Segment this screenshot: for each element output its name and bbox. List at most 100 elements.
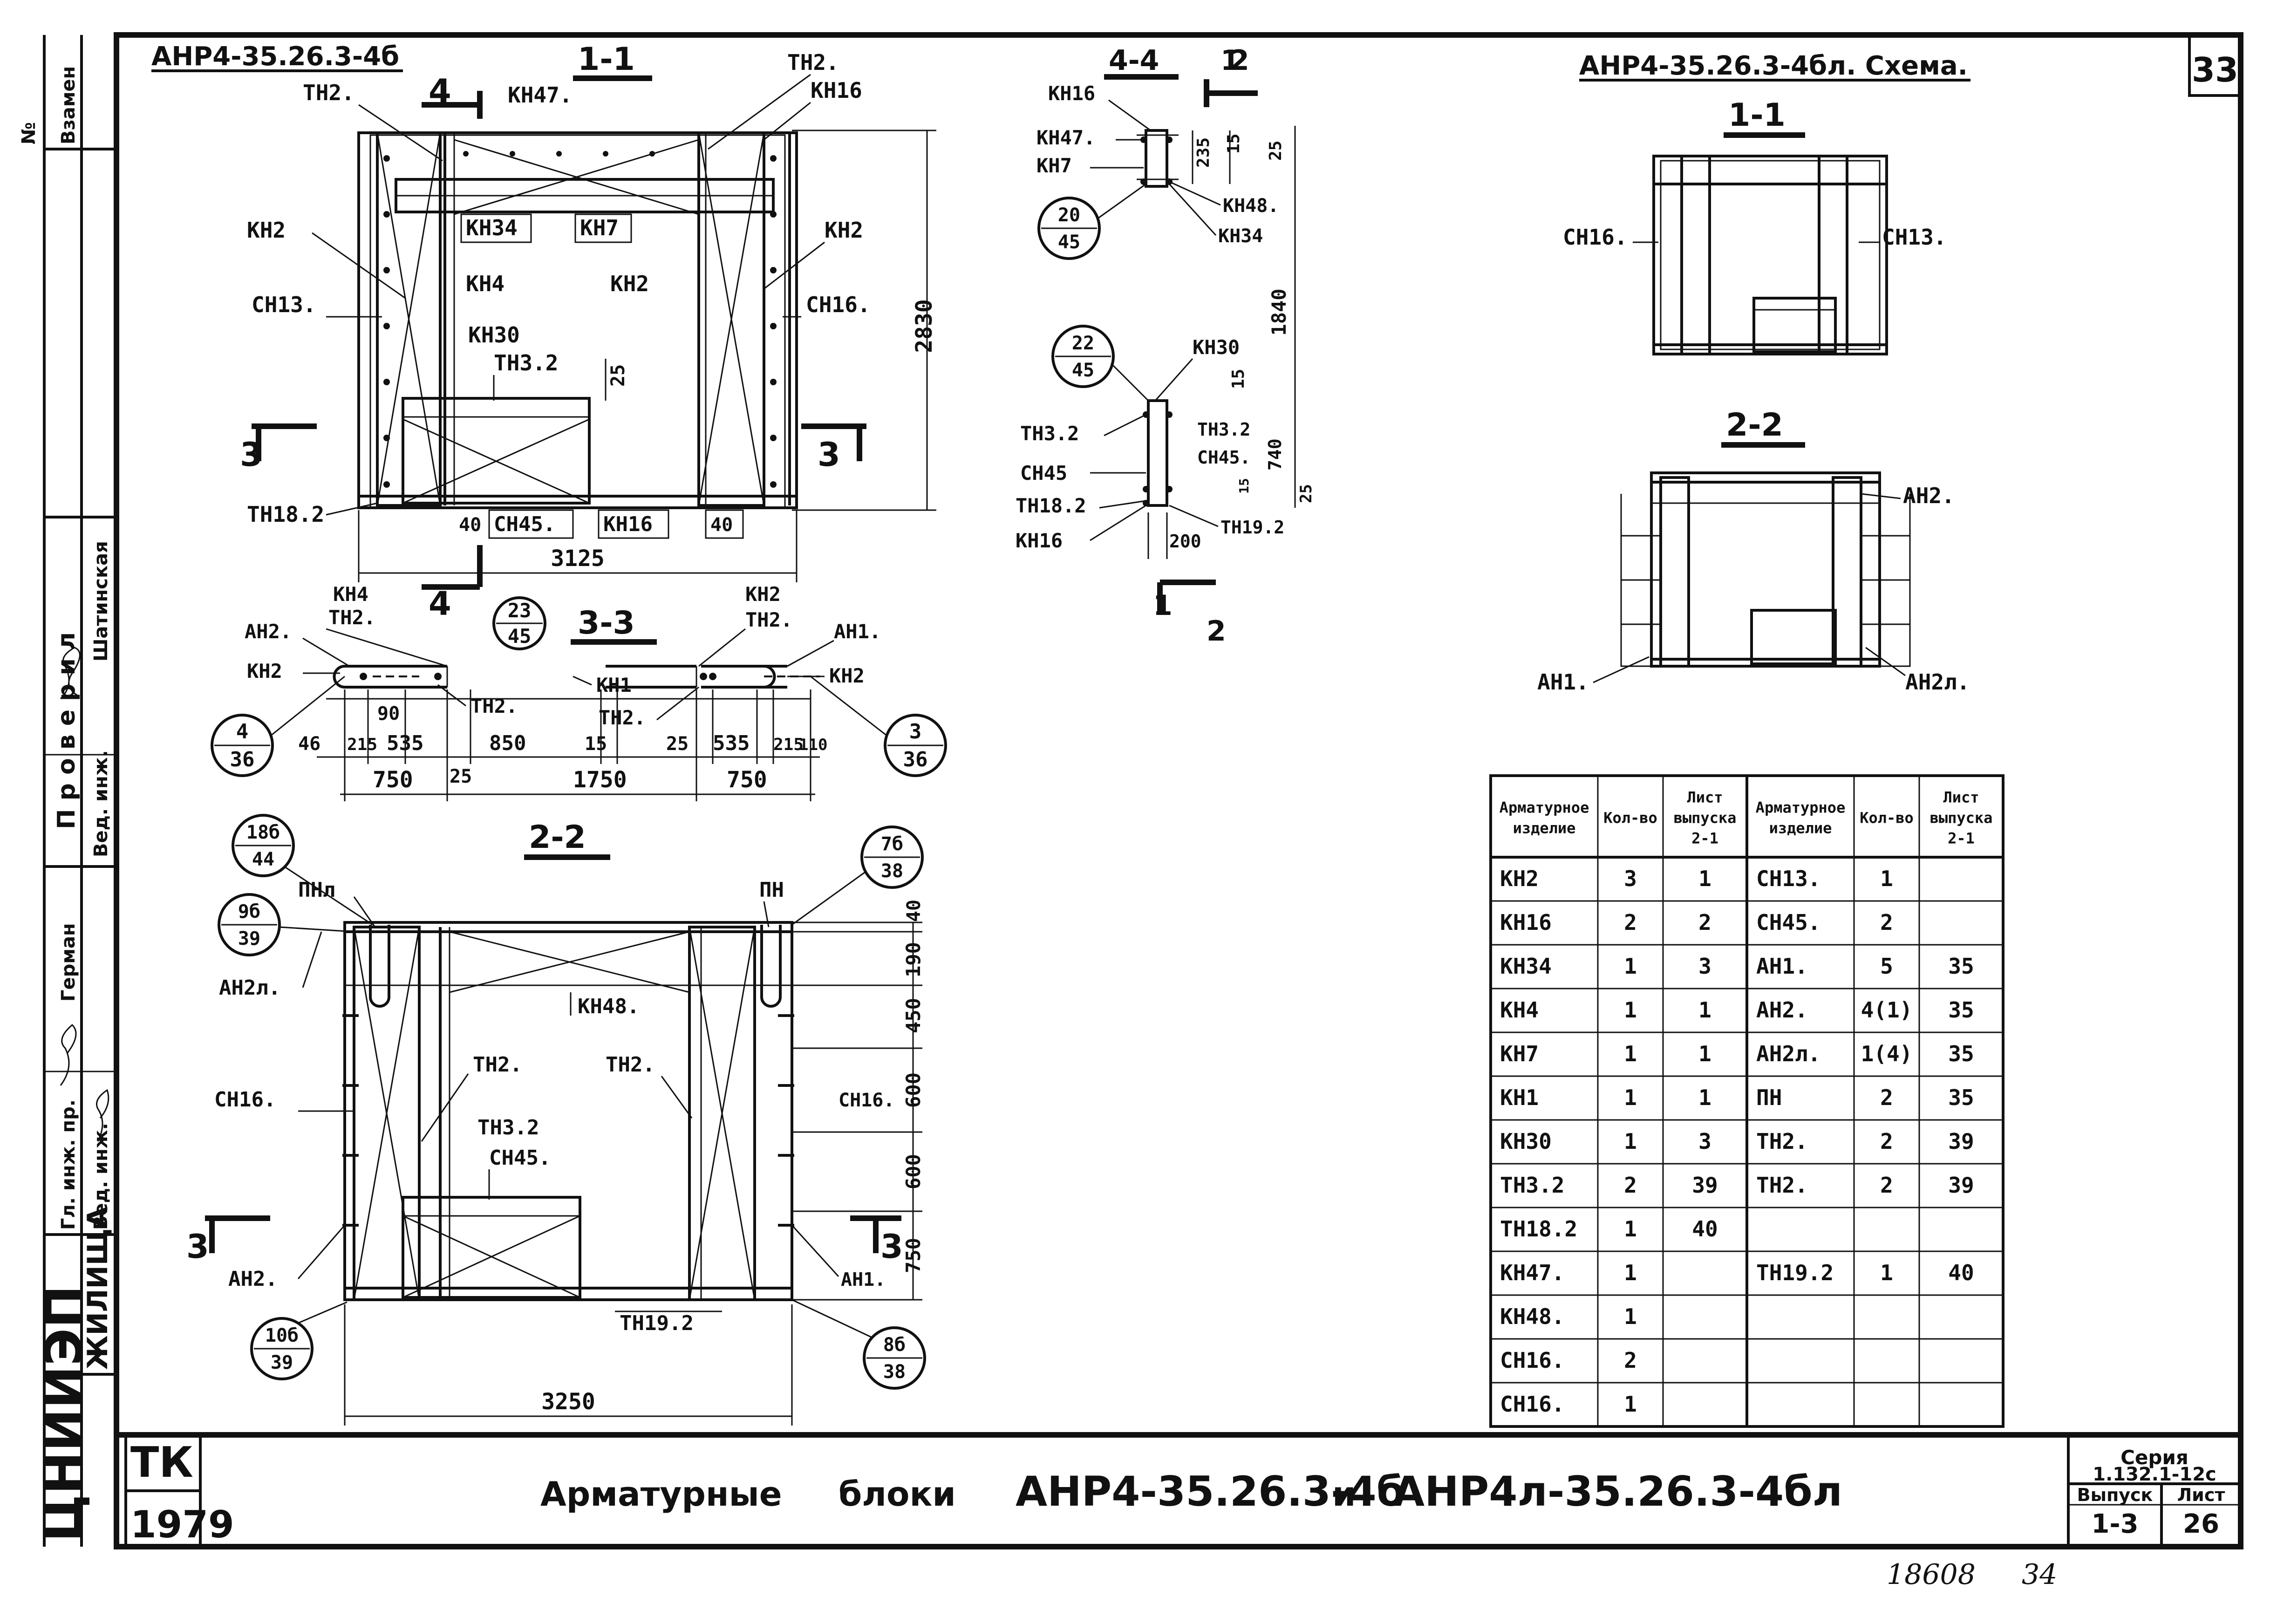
dim-600-a: 600 [902,1072,925,1108]
scheme-cn16: СН16. [1563,225,1627,250]
stamp-gl-inzh: Гл. инж. пр. [58,1099,79,1230]
title-word-2: блоки [839,1474,956,1514]
table-cell: ТН19.2 [1756,1260,1834,1285]
stamp-german: Герман [58,923,79,1002]
dim-25-s33: 25 [666,733,689,755]
b2245-top: 22 [1072,333,1094,354]
table-cell: 1 [1624,997,1637,1023]
org-name: ЦНИИЭП [34,1285,94,1542]
left-stamp: Взамен № П р о в е р и л Вед. инж. Шатин… [18,35,118,1547]
dim-110: 110 [799,736,827,754]
title-block-code-1: АНР4-35.26.3-4б [1016,1467,1405,1515]
table-cell: 1 [1880,866,1893,891]
signature-3 [96,1089,109,1142]
table-cell: КН4 [1500,997,1539,1023]
table-cell: ТН2. [1756,1129,1808,1154]
b9b39-bot: 39 [238,928,260,949]
b2345-top: 23 [508,599,532,622]
s33-tn2-mid: ТН2. [470,695,518,717]
table-cell: КН2 [1500,866,1539,891]
dim-15-s44a: 15 [1224,134,1243,154]
table-cell: 40 [1692,1216,1718,1242]
scheme: АНР4-35.26.3-4бл. Схема. 1-1 СН16. СН13.… [1537,51,1970,695]
table-cell: 3 [1698,954,1711,979]
stamp-zamen: Взамен [58,66,79,144]
s11-kn2-left: КН2 [247,218,286,243]
scheme-title: АНР4-35.26.3-4бл. Схема. [1579,51,1968,81]
s22-cn45: СН45. [489,1146,551,1170]
table-header-3: изделие [1769,819,1832,837]
s33-tn2-left: ТН2. [328,606,375,629]
bubble-9b-39: 9б 39 [218,893,355,956]
sec44-title: 4-4 [1109,44,1159,77]
s11-kn34: КН34 [466,215,518,240]
dim-850: 850 [489,731,526,755]
s22-kn48: КН48. [578,995,639,1018]
table-cell: 2 [1624,910,1637,935]
table-header-2: выпуска [1674,809,1737,827]
table-header-0: изделие [1513,819,1576,837]
dim-235: 235 [1194,137,1213,168]
dim-46: 46 [298,733,320,755]
signature-1 [60,1024,77,1086]
section-4-4: 4-4 1 2 КН16 КН47. КН7 КН48. КН34 235 15… [1016,44,1316,648]
s44-kn16: КН16 [1048,82,1095,105]
dim-25-s44: 25 [1266,141,1285,161]
s11-cn45: СН45. [494,512,555,536]
table-cell: АН1. [1756,954,1808,979]
s44-kn48: КН48. [1223,195,1279,217]
scheme-an1: АН1. [1537,669,1589,695]
title-block: ТК 1979 Арматурные блоки АНР4-35.26.3-4б… [130,50,2238,1591]
table-cell: 35 [1948,1041,1974,1066]
s11-tn32: ТН3.2 [494,350,558,375]
dim-1750: 1750 [573,767,627,793]
table-header-1: Кол-во [1603,809,1657,827]
table-cell: 5 [1880,954,1893,979]
table-cell: АН2. [1756,997,1808,1023]
table-cell: 1 [1880,1260,1893,1285]
s22-an1: АН1. [841,1269,886,1290]
sec44-cut1: 1 [1220,44,1240,77]
bubble-20-45: 20 45 [1037,183,1146,260]
dim-25-s11: 25 [607,364,629,387]
table-cell: КН1 [1500,1085,1539,1110]
s11-kn16-bottom: КН16 [603,512,653,536]
s11-kn4: КН4 [466,271,505,296]
s11-kn2-center: КН2 [610,271,649,296]
table-cell: ТН18.2 [1500,1216,1577,1242]
s22-an2l: АН2л. [219,976,280,1000]
section-3-3: 3-3 КН4 ТН2. АН2. КН2 ТН2. КН1 КН2 ТН2. … [211,583,947,801]
table-cell: КН16 [1500,910,1552,935]
table-cell: 1 [1624,1129,1637,1154]
stamp-no: № [18,122,40,144]
dim-2830: 2830 [911,299,937,353]
stamp-proveril: П р о в е р и л [53,632,81,829]
table-cell: 1 [1624,954,1637,979]
dim-15-s44b: 15 [1229,369,1248,389]
s11-kn7: КН7 [580,215,619,240]
dim-3125: 3125 [551,546,605,572]
issue-label: Выпуск [2077,1485,2153,1505]
b7b38-top: 7б [881,833,903,855]
dim-750-right: 750 [727,767,767,793]
s11-kn16-top: КН16 [811,78,862,103]
org-sub: ЖИЛИЩА [82,1207,114,1370]
table-cell: 1 [1624,1041,1637,1066]
section-2-2: 2-2 ПНл ПН [186,814,926,1426]
s44-tn32-left: ТН3.2 [1020,422,1079,445]
s44-cn45-right: СН45. [1197,447,1250,468]
dim-3250: 3250 [541,1389,595,1415]
b436-top: 4 [236,720,249,744]
archive-sheet: 34 [2022,1558,2057,1591]
s22-tn32: ТН3.2 [477,1116,539,1140]
b436-bot: 36 [230,748,255,771]
s44-tn192: ТН19.2 [1220,517,1284,538]
table-header-5: выпуска [1930,809,1993,827]
table-header-5: Лист [1943,789,1979,806]
s44-kn34: КН34 [1218,225,1263,247]
sec11-title: 1-1 [578,41,635,78]
scheme-cn13: СН13. [1882,225,1946,250]
list-value: 26 [2183,1509,2219,1539]
s44-cut2-bottom: 2 [1207,615,1226,648]
section-1-1: 1-1 ТН2. [240,41,937,623]
